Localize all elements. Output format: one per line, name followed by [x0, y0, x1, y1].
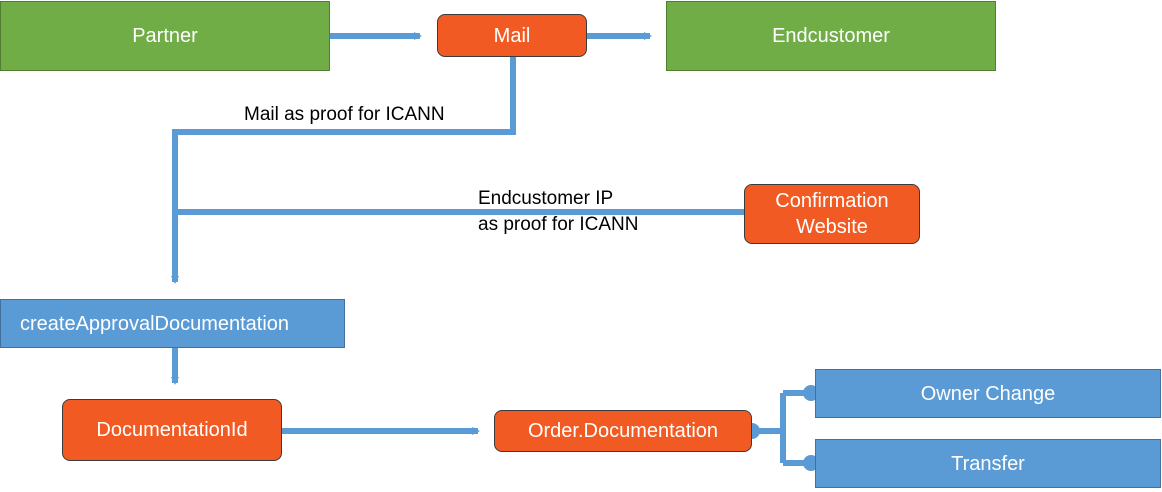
edge-label-ip-proof-line2: as proof for ICANN	[478, 213, 639, 235]
node-confirmation-website-label: Confirmation Website	[775, 190, 889, 238]
node-transfer-label: Transfer	[951, 452, 1025, 475]
node-owner-change-label: Owner Change	[920, 382, 1056, 405]
edge-label-ip-proof-line1: Endcustomer IP	[478, 188, 614, 209]
node-endcustomer: Endcustomer	[666, 1, 996, 71]
node-partner: Partner	[0, 1, 330, 71]
node-mail: Mail	[437, 14, 587, 57]
node-transfer: Transfer	[815, 439, 1161, 488]
node-endcustomer-label: Endcustomer	[772, 25, 890, 47]
node-documentation-id: DocumentationId	[62, 399, 282, 461]
edge-order-to-branches	[752, 390, 811, 466]
node-order-documentation-label: Order.Documentation	[527, 420, 719, 442]
node-mail-label: Mail	[493, 24, 531, 47]
node-create-approval-documentation: createApprovalDocumentation	[0, 299, 345, 348]
node-create-approval-documentation-label: createApprovalDocumentation	[20, 312, 290, 335]
edge-label-mail-proof: Mail as proof for ICANN	[244, 104, 445, 125]
node-confirmation-website: Confirmation Website	[744, 184, 920, 244]
edge-mail-to-create-approval	[171, 57, 516, 284]
node-order-documentation: Order.Documentation	[494, 410, 752, 452]
node-partner-label: Partner	[132, 25, 198, 47]
node-owner-change: Owner Change	[815, 369, 1161, 418]
edge-label-ip-proof: Endcustomer IP as proof for ICANN	[478, 186, 639, 237]
node-documentation-id-label: DocumentationId	[96, 419, 248, 441]
